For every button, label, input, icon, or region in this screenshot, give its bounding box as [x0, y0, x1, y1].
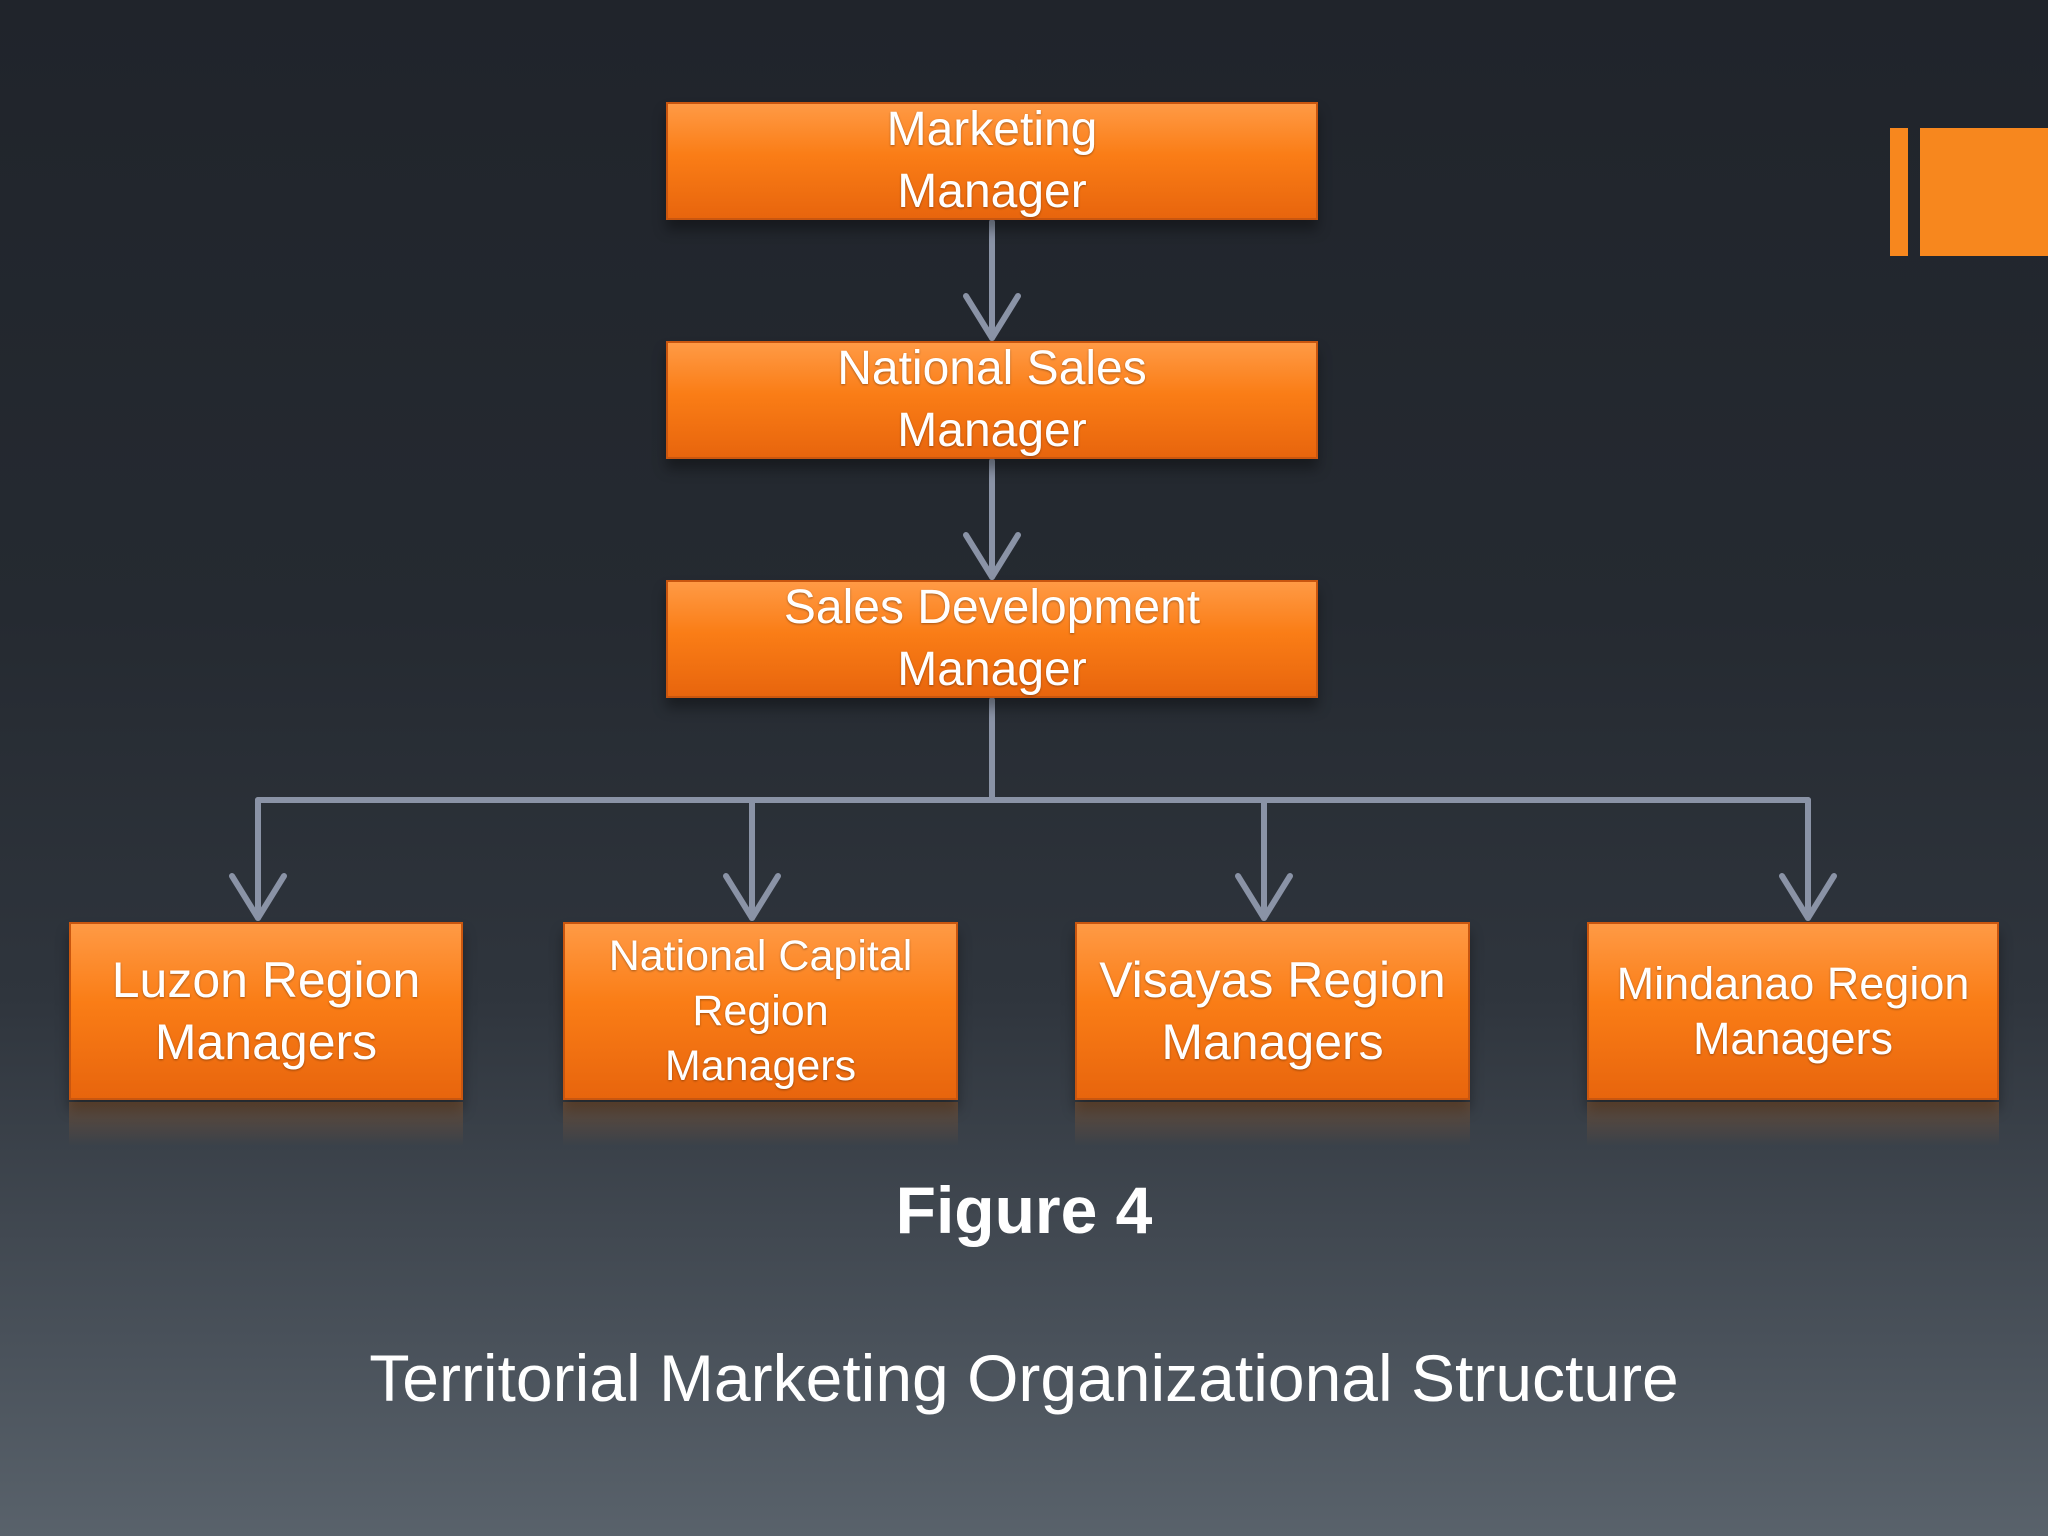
node-label: National Capital Region Managers [608, 931, 913, 1090]
node-luzon-region-managers: Luzon Region Managers [69, 922, 463, 1100]
node-label: Mindanao Region Managers [1616, 958, 1970, 1064]
node-sales-development-manager: Sales Development Manager [666, 580, 1318, 698]
reflection [69, 1102, 463, 1146]
figure-caption: Territorial Marketing Organizational Str… [369, 1341, 1679, 1415]
figure-label: Figure 4 [895, 1173, 1153, 1247]
node-mindanao-region-managers: Mindanao Region Managers [1587, 922, 1999, 1100]
reflection [563, 1102, 958, 1146]
node-label: National Sales Manager [837, 342, 1147, 457]
reflection [1587, 1102, 1999, 1146]
node-marketing-manager: Marketing Manager [666, 102, 1318, 220]
arrow-head [229, 873, 287, 921]
node-label: Visayas Region Managers [1099, 952, 1446, 1070]
node-label: Luzon Region Managers [111, 952, 421, 1070]
arrow-head [723, 873, 781, 921]
accent-bar-thin [1890, 128, 1908, 256]
arrow-head [963, 532, 1021, 580]
node-national-sales-manager: National Sales Manager [666, 341, 1318, 459]
node-visayas-region-managers: Visayas Region Managers [1075, 922, 1470, 1100]
arrow-head [963, 293, 1021, 341]
node-label: Marketing Manager [886, 103, 1098, 218]
accent-bar-block [1920, 128, 2048, 256]
node-ncr-region-managers: National Capital Region Managers [563, 922, 958, 1100]
reflection [1075, 1102, 1470, 1146]
arrow-head [1779, 873, 1837, 921]
arrow-head [1235, 873, 1293, 921]
node-label: Sales Development Manager [783, 581, 1201, 696]
